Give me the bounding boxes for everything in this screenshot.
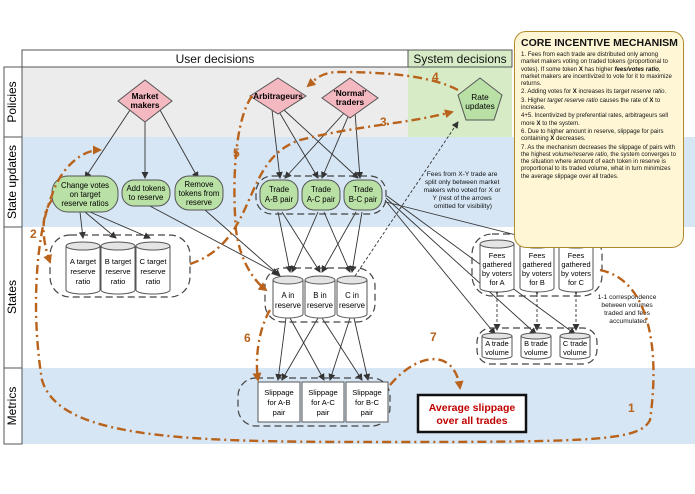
step-numbers: 1 2 3 4 5 6 7 bbox=[30, 70, 635, 415]
system-decisions-label: System decisions bbox=[413, 52, 506, 66]
mechanism-step-7: 7. As the mechanism decreases the slippa… bbox=[521, 144, 676, 180]
mechanism-title: CORE INCENTIVE MECHANISM bbox=[521, 37, 678, 49]
mechanism-step-6: 6. Due to higher amount in reserve, slip… bbox=[521, 128, 664, 143]
step-7-arrow bbox=[389, 358, 464, 390]
state-updates-row-label: State updates bbox=[5, 145, 19, 219]
svg-text:'Normal'traders: 'Normal'traders bbox=[334, 88, 367, 107]
metrics-row-label: Metrics bbox=[5, 387, 19, 426]
normal-traders-node: 'Normal'traders bbox=[321, 77, 379, 119]
trades-group-border bbox=[255, 175, 387, 215]
slippage-group-border bbox=[237, 377, 391, 427]
mechanism-step-1: 1. Fees from each trade are distributed … bbox=[521, 52, 672, 88]
fees-split-note: Fees from X-Y trade are split only betwe… bbox=[424, 171, 503, 210]
step-3-arrow bbox=[189, 109, 454, 266]
correspondence-note: 1-1 correspondence between volumes trade… bbox=[598, 294, 659, 325]
step-3-number: 3 bbox=[380, 115, 387, 129]
arbitrageurs-node: Arbitrageurs bbox=[249, 77, 307, 115]
step-2-number: 2 bbox=[30, 227, 37, 241]
user-decisions-label: User decisions bbox=[176, 52, 255, 66]
states-row-label: States bbox=[5, 280, 19, 314]
volumes-group-border bbox=[476, 327, 598, 365]
step-1-arrow bbox=[34, 145, 655, 444]
step-2-arrow bbox=[42, 199, 53, 264]
target-ratios-group-border bbox=[49, 234, 191, 298]
core-incentive-mechanism-box: CORE INCENTIVE MECHANISM 1. Fees from ea… bbox=[514, 31, 684, 248]
step-6-arrow bbox=[252, 309, 272, 382]
mechanism-step-3: 3. Higher target reserve ratio causes th… bbox=[521, 97, 661, 112]
mechanism-step-2: 2. Adding votes for X increases its targ… bbox=[521, 89, 667, 96]
step-1-number: 1 bbox=[628, 401, 635, 415]
step-4-arrow bbox=[306, 70, 459, 92]
system-decisions-header bbox=[407, 49, 513, 68]
step-5-number: 5 bbox=[233, 146, 240, 160]
mechanism-step-4-5: 4+5. Incentivized by preferential rates,… bbox=[521, 113, 669, 127]
row-labels: Policies State updates States Metrics bbox=[3, 66, 23, 445]
step-4-number: 4 bbox=[432, 70, 439, 84]
reserves-group-border bbox=[264, 267, 376, 323]
column-headers: User decisions System decisions bbox=[21, 49, 513, 68]
flow-arrows bbox=[78, 109, 580, 381]
step-arrows bbox=[34, 70, 655, 444]
step-7-number: 7 bbox=[430, 330, 437, 344]
svg-text:Arbitrageurs: Arbitrageurs bbox=[253, 91, 303, 101]
policies-row-label: Policies bbox=[5, 81, 19, 122]
step-6-number: 6 bbox=[244, 331, 251, 345]
